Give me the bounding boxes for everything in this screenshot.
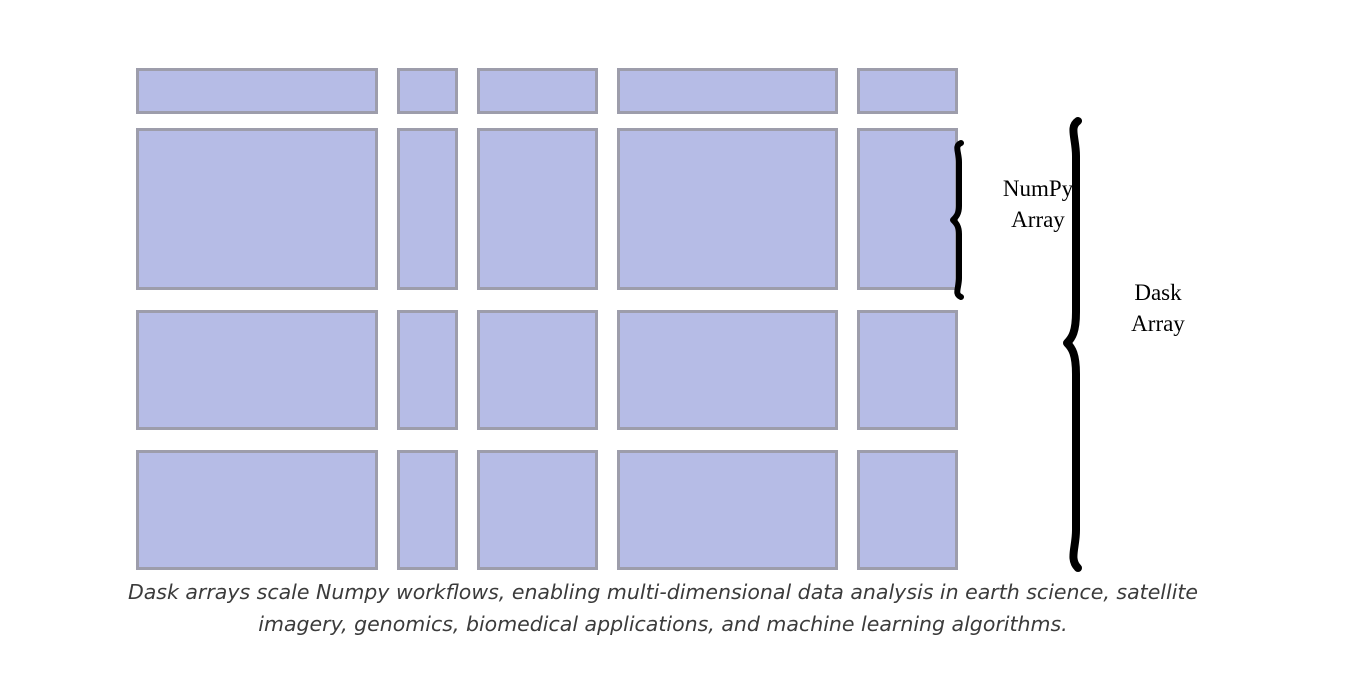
chunk-block [857, 310, 958, 430]
chunk-block [397, 450, 458, 570]
chunk-block [617, 310, 838, 430]
chunk-block [397, 128, 458, 290]
chunk-block [397, 68, 458, 114]
numpy-array-label: NumPy Array [1002, 176, 1074, 233]
chunk-block [617, 450, 838, 570]
chunk-block [477, 68, 598, 114]
chunk-block [477, 450, 598, 570]
chunk-block [857, 450, 958, 570]
chunk-block [136, 68, 378, 114]
chunk-block [857, 128, 958, 290]
chunk-block [477, 128, 598, 290]
chunk-block [136, 450, 378, 570]
figure-caption: Dask arrays scale Numpy workflows, enabl… [127, 580, 1199, 636]
chunk-block [617, 128, 838, 290]
chunk-block [477, 310, 598, 430]
chunk-block [397, 310, 458, 430]
chunk-block [136, 128, 378, 290]
chunk-block [136, 310, 378, 430]
chunk-block [857, 68, 958, 114]
chunk-block [617, 68, 838, 114]
numpy-array-brace [950, 140, 964, 300]
dask-array-brace [1063, 117, 1082, 572]
dask-array-label: Dask Array [1131, 280, 1185, 337]
